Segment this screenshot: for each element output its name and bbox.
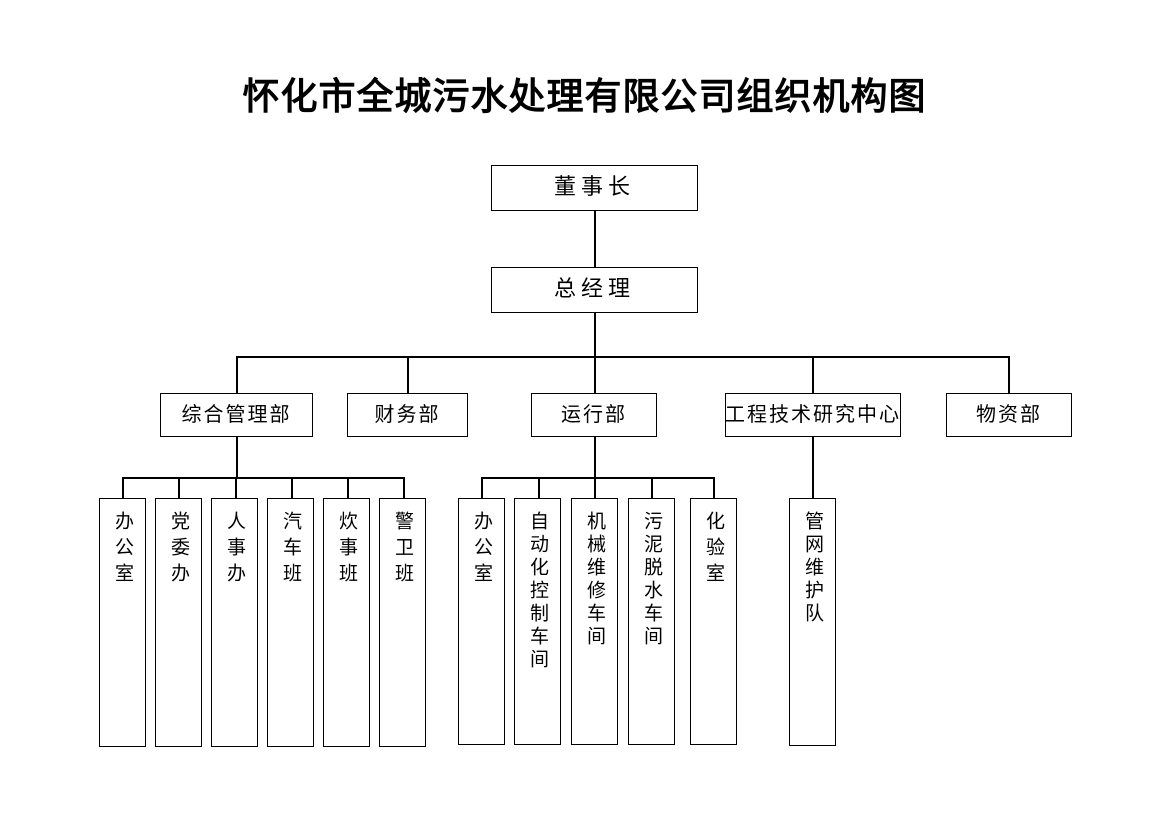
node-dept-materials[interactable]: 物资部 (946, 393, 1072, 437)
node-ops-automation-control-workshop-label: 自动化控制车间 (527, 511, 549, 672)
node-admin-canteen-team-label: 炊事班 (336, 511, 358, 589)
node-admin-guard-team[interactable]: 警卫班 (379, 498, 426, 747)
node-ops-office-label: 办公室 (471, 511, 493, 589)
node-ops-laboratory[interactable]: 化验室 (690, 498, 737, 745)
node-admin-hr-office-label: 人事办 (224, 511, 246, 589)
node-ops-mechanical-maintenance-workshop[interactable]: 机械维修车间 (571, 498, 618, 745)
node-admin-canteen-team[interactable]: 炊事班 (323, 498, 370, 747)
edge-stem-admin-vehicle (291, 477, 293, 498)
node-admin-party-office[interactable]: 党委办 (155, 498, 202, 747)
edge-ops-stem (594, 437, 596, 479)
node-dept-engineering-research-center[interactable]: 工程技术研究中心 (725, 393, 901, 437)
node-dept-operations-label: 运行部 (561, 402, 627, 427)
edge-stem-ops-lab (713, 477, 715, 498)
edge-admin-stem (236, 437, 238, 479)
node-general-manager-label: 总经理 (553, 277, 635, 303)
node-dept-finance-label: 财务部 (374, 402, 441, 427)
node-admin-guard-team-label: 警卫班 (392, 511, 414, 589)
node-ops-sludge-dewatering-workshop-label: 污泥脱水车间 (641, 511, 663, 649)
node-admin-office-label: 办公室 (112, 511, 134, 589)
node-dept-comprehensive-management-label: 综合管理部 (181, 402, 292, 427)
node-ops-automation-control-workshop[interactable]: 自动化控制车间 (514, 498, 561, 745)
edge-stem-ops-automation (538, 477, 540, 498)
edge-department-bus (236, 356, 1010, 358)
edge-admin-bus (122, 477, 404, 479)
node-ops-sludge-dewatering-workshop[interactable]: 污泥脱水车间 (628, 498, 675, 745)
node-chairman[interactable]: 董事长 (491, 165, 698, 211)
node-admin-vehicle-team[interactable]: 汽车班 (267, 498, 314, 747)
page-title: 怀化市全城污水处理有限公司组织机构图 (242, 74, 927, 118)
node-admin-party-office-label: 党委办 (168, 511, 190, 589)
node-admin-office[interactable]: 办公室 (99, 498, 146, 747)
node-ops-mechanical-maintenance-workshop-label: 机械维修车间 (584, 511, 606, 649)
node-dept-operations[interactable]: 运行部 (531, 393, 657, 437)
node-eng-pipe-network-maintenance-team[interactable]: 管网维护队 (789, 498, 836, 746)
node-chairman-label: 董事长 (553, 175, 635, 201)
node-ops-laboratory-label: 化验室 (703, 511, 725, 589)
node-ops-office[interactable]: 办公室 (458, 498, 505, 745)
node-dept-finance[interactable]: 财务部 (347, 393, 468, 437)
edge-stem-dept-material (1008, 356, 1010, 394)
node-admin-vehicle-team-label: 汽车班 (280, 511, 302, 589)
edge-gm-stem (594, 313, 596, 358)
edge-stem-ops-sludge (651, 477, 653, 498)
edge-stem-admin-canteen (347, 477, 349, 498)
edge-stem-admin-party (178, 477, 180, 498)
edge-stem-ops-mechanical (594, 477, 596, 498)
node-dept-engineering-research-center-label: 工程技术研究中心 (725, 402, 901, 427)
edge-stem-dept-finance (407, 356, 409, 394)
edge-stem-ops-office (481, 477, 483, 498)
node-admin-hr-office[interactable]: 人事办 (211, 498, 258, 747)
edge-ops-bus (481, 477, 714, 479)
edge-stem-dept-eng (812, 356, 814, 394)
node-dept-materials-label: 物资部 (976, 402, 1042, 427)
edge-stem-admin-hr (235, 477, 237, 498)
edge-stem-admin-guard (403, 477, 405, 498)
edge-chairman-to-gm (594, 211, 596, 267)
edge-stem-dept-ops (594, 356, 596, 394)
node-eng-pipe-network-maintenance-team-label: 管网维护队 (802, 511, 824, 626)
node-dept-comprehensive-management[interactable]: 综合管理部 (160, 393, 313, 437)
edge-stem-dept-admin (236, 356, 238, 394)
node-general-manager[interactable]: 总经理 (491, 267, 698, 313)
edge-eng-stem (812, 437, 814, 498)
edge-stem-admin-office (122, 477, 124, 498)
